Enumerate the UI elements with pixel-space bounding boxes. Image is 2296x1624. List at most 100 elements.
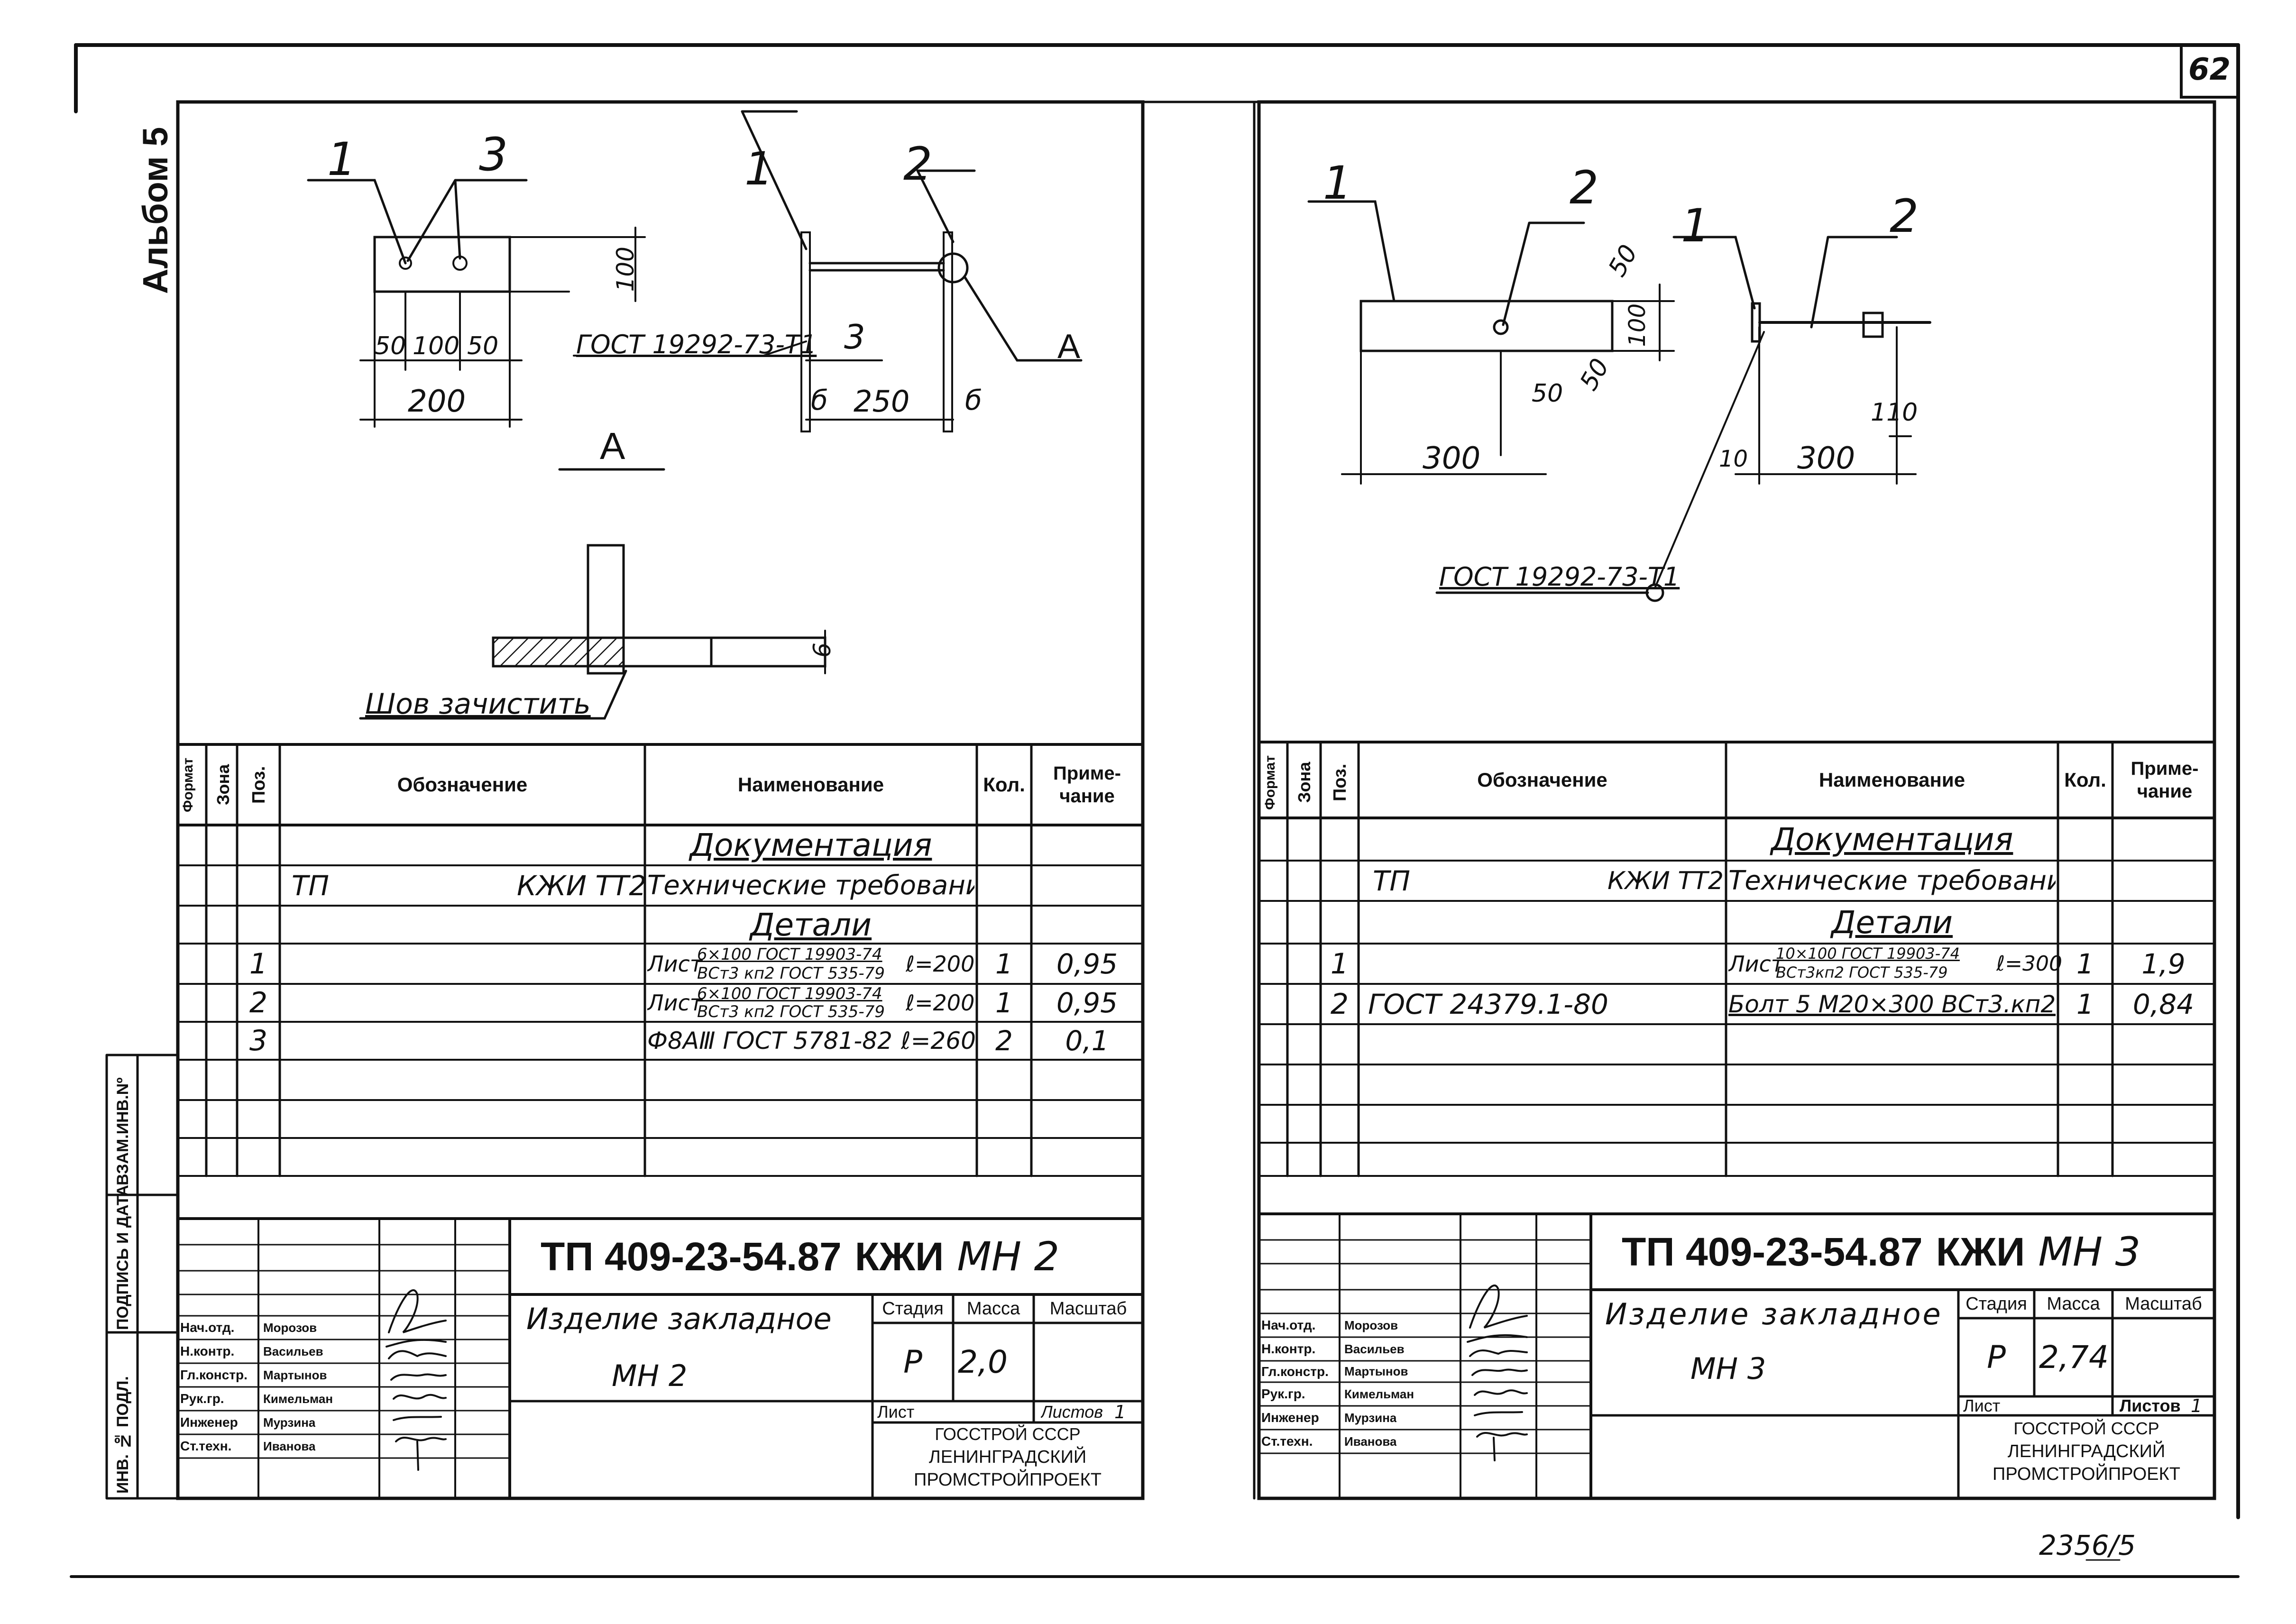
left-role-3: Гл.констр. (180, 1367, 248, 1382)
left-role-2: Н.контр. (180, 1344, 235, 1358)
right-dim-110: 110 (1871, 398, 1918, 427)
left-row2-qty: 1 (995, 987, 1013, 1019)
left-view-a-title: А (600, 425, 625, 467)
left-hdr-designation: Обозначение (397, 773, 528, 796)
left-row3-name-suffix: ℓ=260 (901, 1027, 976, 1055)
right-code-mark: МН 3 (2038, 1229, 2141, 1275)
right-dim-300a: 300 (1423, 441, 1481, 476)
right-stage-label: Стадия (1965, 1294, 2027, 1314)
margin-inv: ИНВ. № ПОДЛ. (114, 1376, 132, 1494)
left-hdr-qty: Кол. (983, 773, 1025, 796)
right-name-6: Иванова (1344, 1434, 1397, 1449)
left-name-2: Васильев (263, 1344, 323, 1358)
left-dim-b1: б (811, 384, 828, 416)
left-name-4: Кимельман (263, 1391, 333, 1406)
right-name-3: Мартынов (1344, 1364, 1408, 1378)
right-pos-2: 2 (1570, 161, 1599, 214)
left-scale-label: Масштаб (1049, 1298, 1127, 1319)
left-hdr-name: Наименование (737, 773, 884, 796)
right-hdr-qty: Кол. (2064, 769, 2106, 791)
right-role-1: Нач.отд. (1261, 1318, 1316, 1332)
right-sheets-label: Листов (2120, 1396, 2181, 1415)
right-section-doc: Документация (1771, 821, 2013, 858)
left-hdr-format: Формат (180, 757, 196, 812)
right-dim-50c: 50 (1532, 379, 1563, 408)
page-number: 62 (2188, 52, 2231, 87)
left-dim-50b: 50 (467, 332, 499, 360)
left-signatures (386, 1289, 447, 1471)
right-doc-code: КЖИ ТТ2 (1607, 866, 1724, 895)
left-org2: ЛЕНИНГРАДСКИЙ (928, 1447, 1087, 1467)
left-row3-qty: 2 (995, 1025, 1013, 1057)
left-title-line1: Изделие закладное (526, 1302, 832, 1336)
left-role-1: Нач.отд. (180, 1320, 235, 1335)
left-view-a-marker: А (1057, 328, 1081, 366)
left-hdr-note: Приме-чание (1053, 763, 1121, 807)
right-hdr-designation: Обозначение (1477, 769, 1607, 791)
left-stage: Р (903, 1344, 922, 1380)
right-role-2: Н.контр. (1261, 1341, 1316, 1356)
left-doc-name: Технические требования (647, 870, 974, 901)
right-row2-qty: 1 (2076, 988, 2094, 1020)
left-label-3: 3 (844, 318, 865, 357)
left-name-3: Мартынов (263, 1367, 327, 1382)
left-row3-pos: 3 (249, 1024, 268, 1057)
left-weld-note: Шов зачистить (365, 688, 591, 721)
left-code-tp: ТП 409-23-54.87 (541, 1234, 842, 1279)
left-row2-note: 0,95 (1056, 987, 1118, 1019)
left-hdr-pos: Поз. (249, 766, 269, 804)
left-row1-note: 0,95 (1056, 947, 1118, 980)
left-row1-qty: 1 (995, 947, 1013, 980)
margin-podpis: ПОДПИСЬ И ДАТА (114, 1184, 132, 1330)
left-dim-250: 250 (854, 384, 910, 419)
right-stage: Р (1987, 1339, 2006, 1376)
left-section-doc: Документация (689, 827, 932, 863)
left-row2-pos: 2 (249, 986, 268, 1019)
left-row2-name-suffix: ℓ=200 (906, 990, 975, 1016)
left-row3-note: 0,1 (1065, 1025, 1109, 1057)
album-label: Альбом 5 (136, 127, 175, 294)
right-code-kzhi: КЖИ (1936, 1229, 2025, 1274)
right-doc-name: Технические требования (1728, 865, 2056, 896)
right-hdr-pos: Поз. (1330, 763, 1350, 801)
right-scale (2112, 1318, 2214, 1396)
left-pos-3: 3 (479, 128, 508, 181)
left-doc-prefix: ТП (292, 869, 330, 902)
left-org3: ПРОМСТРОЙПРОЕКТ (914, 1469, 1102, 1490)
left-pos-2: 2 (903, 138, 933, 191)
right-pos-2b: 2 (1890, 190, 1919, 243)
right-org2: ЛЕНИНГРАДСКИЙ (2007, 1441, 2166, 1461)
right-gost-weld: ГОСТ 19292-73-Т1 (1439, 562, 1680, 592)
right-role-6: Ст.техн. (1261, 1434, 1313, 1449)
right-name-5: Мурзина (1344, 1410, 1397, 1425)
left-stage-label: Стадия (882, 1298, 944, 1319)
left-mass-label: Масса (966, 1298, 1020, 1319)
right-org1: ГОССТРОЙ СССР (2013, 1419, 2159, 1438)
left-row1-name-bottom: ВСт3 кп2 ГОСТ 535-79 (697, 964, 885, 983)
right-row2-designation: ГОСТ 24379.1-80 (1368, 988, 1608, 1020)
right-row1-name-bottom: ВСт3кп2 ГОСТ 535-79 (1776, 963, 1948, 982)
left-dim-6: 6 (808, 642, 836, 658)
left-row1-pos: 1 (249, 947, 268, 981)
right-hdr-zone: Зона (1295, 762, 1314, 803)
left-section-parts: Детали (750, 906, 872, 943)
right-role-4: Рук.гр. (1261, 1386, 1305, 1401)
left-title-code: ТП 409-23-54.87 КЖИ МН 2 (541, 1221, 1059, 1292)
right-name-2: Васильев (1344, 1341, 1405, 1356)
right-code-tp: ТП 409-23-54.87 (1622, 1229, 1923, 1274)
left-pos-1b: 1 (744, 142, 774, 195)
right-title-line1: Изделие закладное (1605, 1297, 1943, 1331)
left-code-kzhi: КЖИ (854, 1234, 944, 1279)
right-name-4: Кимельман (1344, 1386, 1414, 1401)
left-name-6: Иванова (263, 1439, 316, 1453)
left-title-line2: МН 2 (612, 1358, 688, 1393)
left-row1-name-suffix: ℓ=200 (906, 951, 975, 977)
right-hdr-format: Формат (1262, 755, 1278, 810)
right-row2-name-prefix: Болт 5 М20×300 ВСт3.кп2 (1728, 990, 2056, 1018)
right-sheets: 1 (2191, 1396, 2203, 1415)
right-scale-label: Масштаб (2125, 1294, 2202, 1314)
left-name-1: Морозов (263, 1320, 317, 1335)
right-org3: ПРОМСТРОЙПРОЕКТ (1993, 1464, 2180, 1484)
right-role-3: Гл.констр. (1261, 1364, 1329, 1379)
